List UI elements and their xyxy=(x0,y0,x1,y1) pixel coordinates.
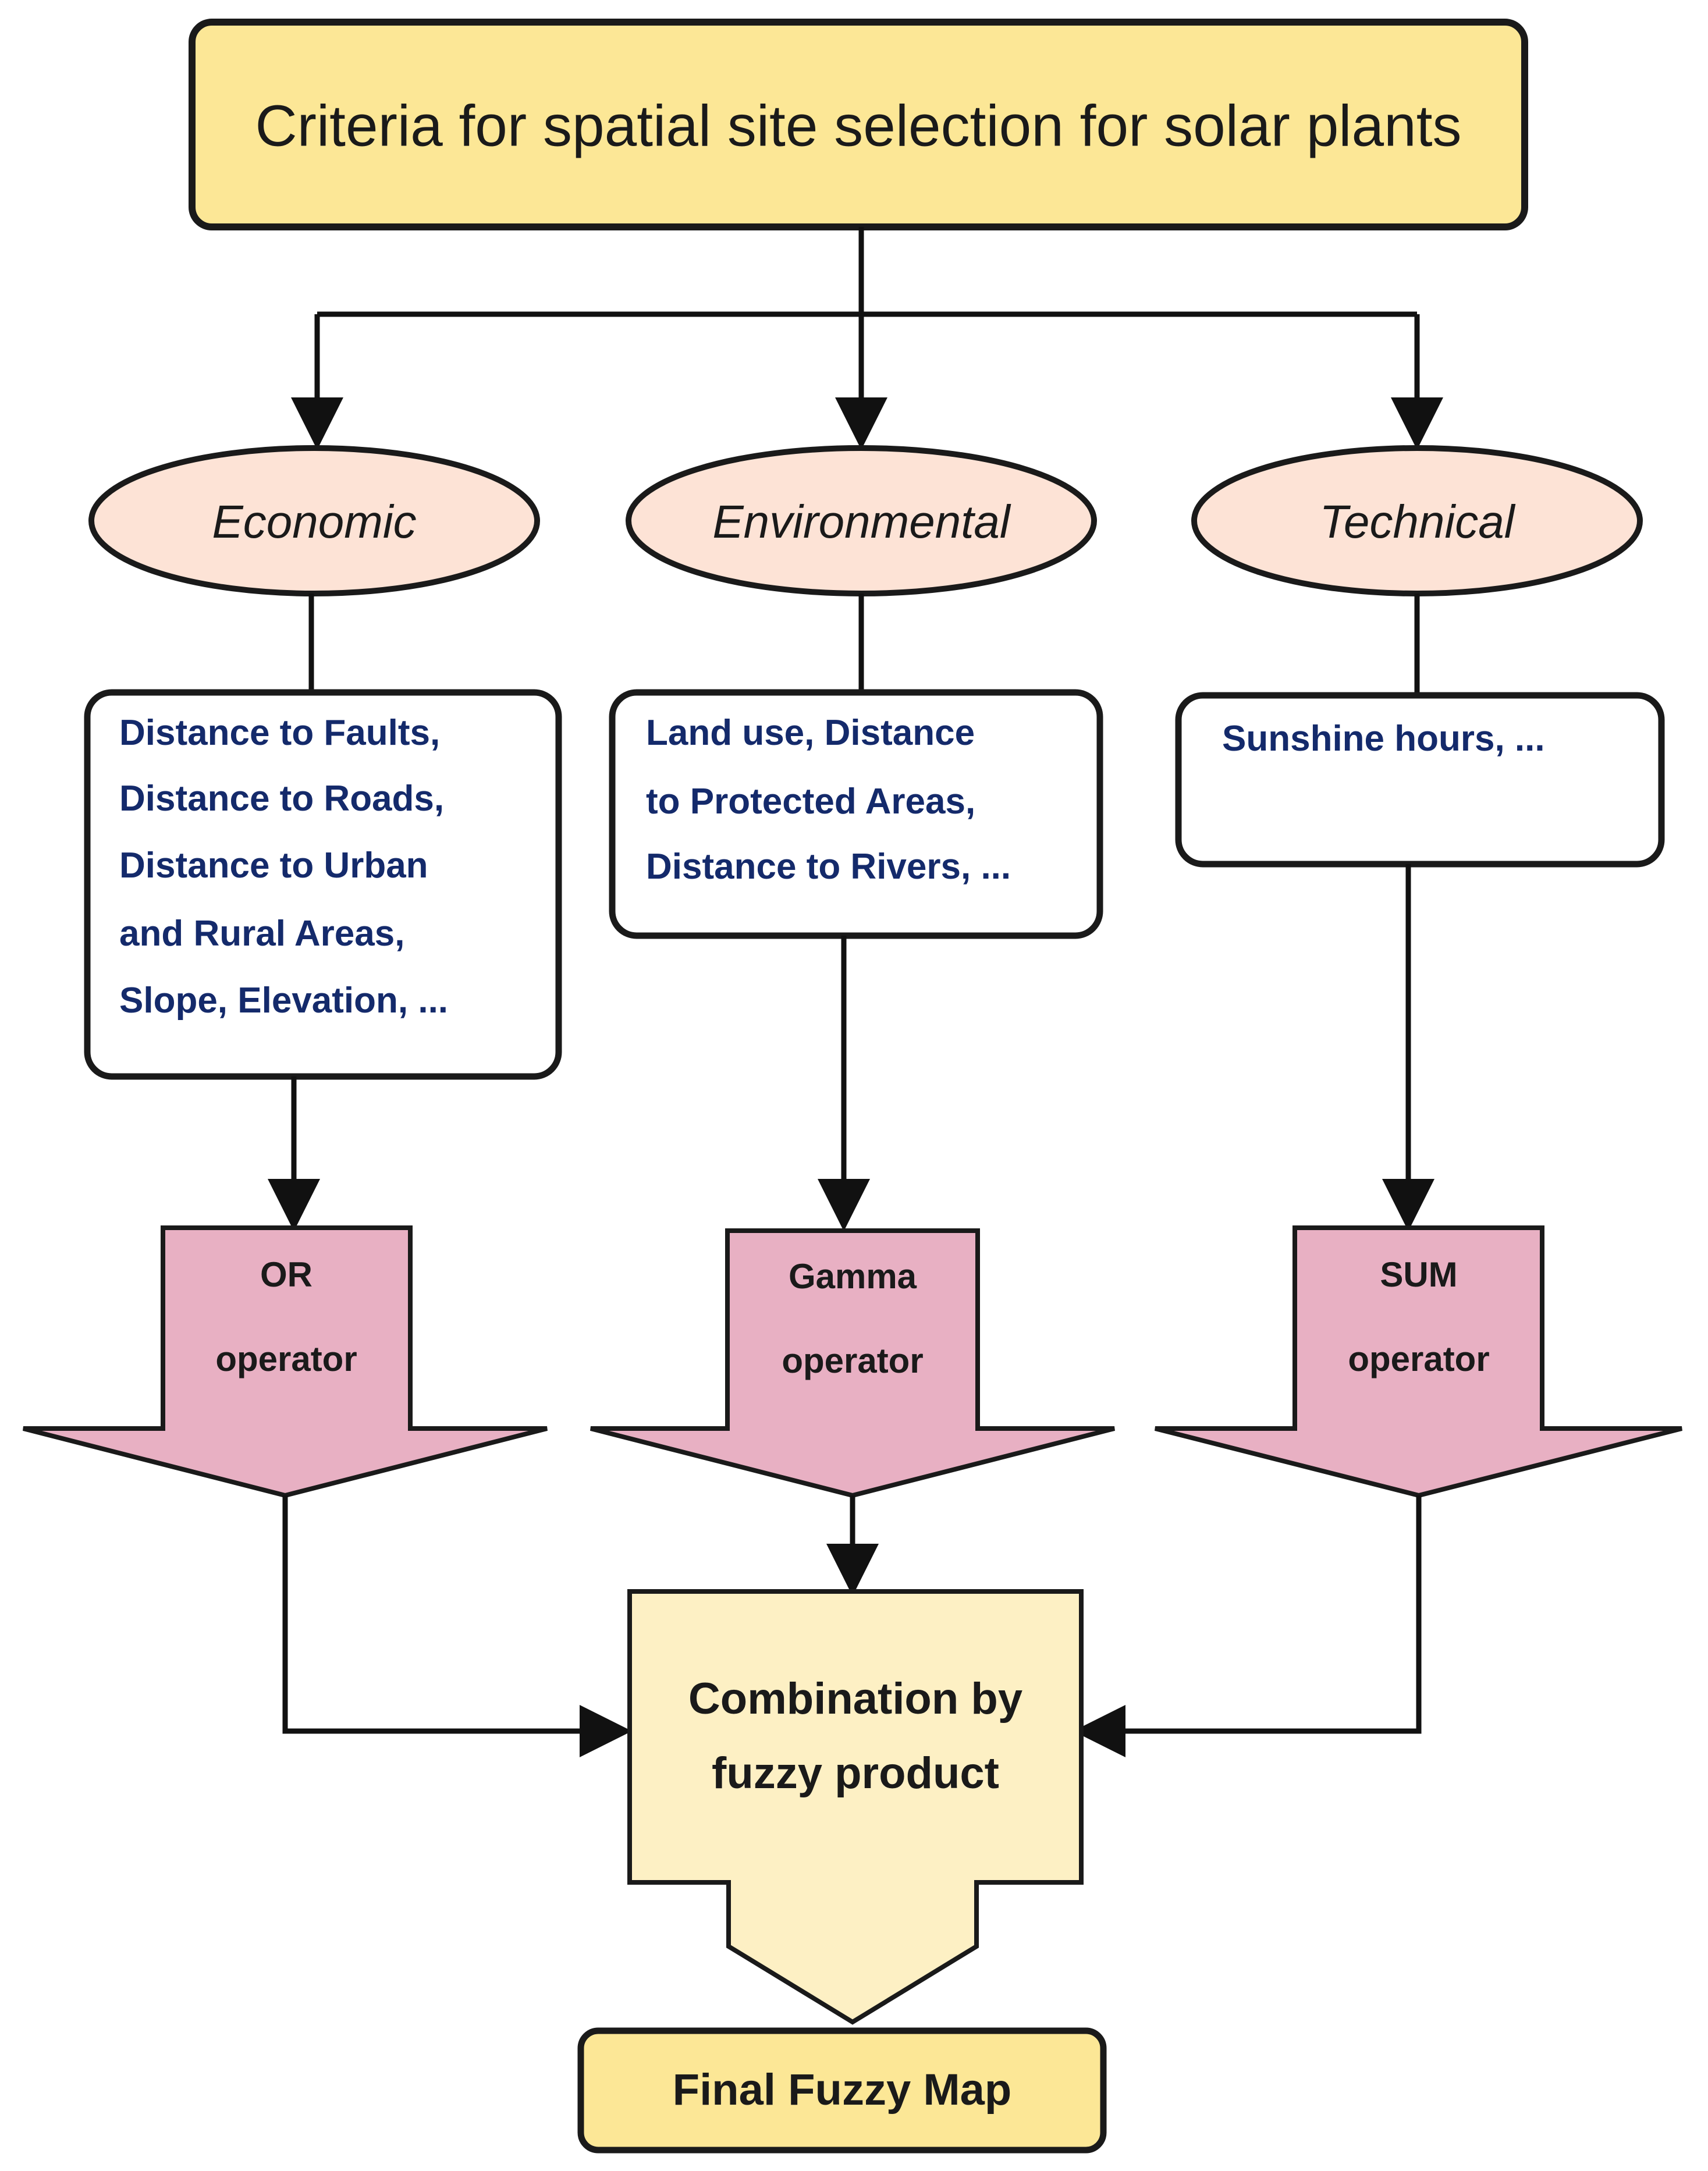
operator-or-line-2: operator xyxy=(215,1339,357,1378)
final-map-box xyxy=(577,2027,1107,2154)
operator-or-arrow xyxy=(23,1225,548,1498)
combination-line-1: Combination by xyxy=(688,1674,1022,1724)
final-map-label: Final Fuzzy Map xyxy=(673,2065,1012,2115)
operator-or-line-1: OR xyxy=(260,1255,313,1294)
criteria-technical-line-1: Sunshine hours, ... xyxy=(1222,719,1545,759)
operator-sum-line-1: SUM xyxy=(1380,1255,1457,1294)
operator-connectors xyxy=(282,1495,1422,1757)
criteria-environmental-line-2: to Protected Areas, xyxy=(646,781,975,822)
operator-sum-arrow xyxy=(1155,1225,1682,1498)
criteria-environmental-line-1: Land use, Distance xyxy=(646,713,975,753)
category-environmental-label: Environmental xyxy=(712,496,1011,548)
criteria-economic-line-3: Distance to Urban xyxy=(119,845,428,886)
criteria-economic-line-4: and Rural Areas, xyxy=(119,914,404,954)
criteria-economic-line-1: Distance to Faults, xyxy=(119,713,440,753)
category-technical-label: Technical xyxy=(1319,496,1515,548)
operator-sum-line-2: operator xyxy=(1348,1339,1489,1378)
criteria-economic-line-5: Slope, Elevation, ... xyxy=(119,980,448,1021)
category-economic-ellipse xyxy=(88,445,540,596)
category-economic-label: Economic xyxy=(212,496,416,548)
criteria-economic-box xyxy=(84,689,562,1080)
combination-line-2: fuzzy product xyxy=(712,1749,999,1798)
criteria-economic-line-2: Distance to Roads, xyxy=(119,779,444,819)
title-text: Criteria for spatial site selection for … xyxy=(255,93,1461,158)
operator-gamma-arrow xyxy=(590,1228,1115,1498)
criteria-connectors xyxy=(268,864,1434,1231)
operator-gamma-line-2: operator xyxy=(782,1341,923,1380)
criteria-environmental-box xyxy=(609,689,1103,939)
combination-box xyxy=(627,1589,1084,2025)
title-box xyxy=(189,19,1528,230)
category-connectors xyxy=(308,594,1420,692)
criteria-environmental-line-3: Distance to Rivers, ... xyxy=(646,847,1011,887)
operator-gamma-line-1: Gamma xyxy=(789,1257,917,1296)
criteria-technical-box xyxy=(1175,692,1665,868)
title-connectors xyxy=(291,227,1443,450)
